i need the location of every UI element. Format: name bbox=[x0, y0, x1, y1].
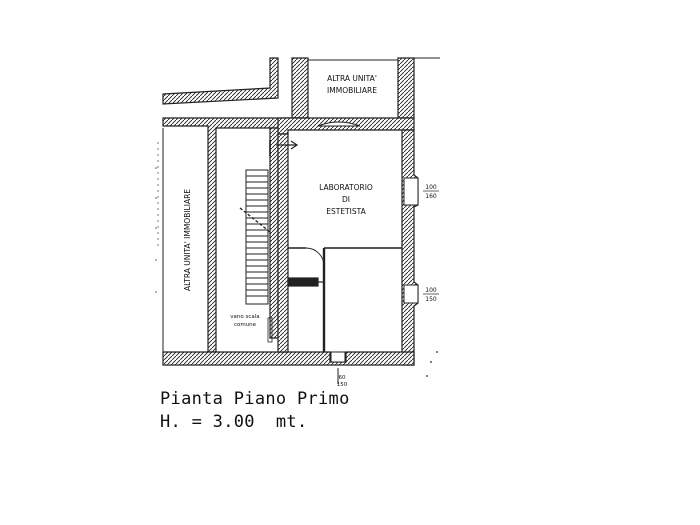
stairwell-line1: vano scala bbox=[230, 314, 259, 320]
stairwell-line2: comune bbox=[234, 322, 257, 328]
window-niches bbox=[330, 177, 419, 363]
main-room-line1: LABORATORIO bbox=[319, 183, 373, 192]
stairwell-label: vano scala comune bbox=[230, 314, 259, 328]
partitions bbox=[287, 247, 402, 352]
plan-title: Pianta Piano Primo bbox=[160, 389, 350, 409]
window-bottom-height: 150 bbox=[337, 382, 348, 388]
scan-marks bbox=[155, 167, 438, 377]
window-bottom-label: 60 150 bbox=[337, 375, 348, 388]
top-window bbox=[317, 121, 361, 127]
window-upper-width: 100 bbox=[425, 184, 437, 191]
other-unit-top-label: ALTRA UNITA' IMMOBILIARE bbox=[327, 74, 377, 95]
window-upper-label: 100 160 bbox=[423, 184, 439, 200]
outer-walls bbox=[162, 117, 419, 366]
window-lower-width: 100 bbox=[425, 287, 437, 294]
staircase bbox=[239, 169, 273, 343]
other-unit-left-label: ALTRA UNITA' IMMOBILIARE bbox=[183, 189, 192, 291]
main-room-line2: DI bbox=[342, 195, 350, 204]
top-walls bbox=[162, 57, 440, 119]
entry-arrow-icon bbox=[269, 140, 299, 156]
window-bottom-width: 60 bbox=[339, 375, 346, 381]
other-unit-top-line1: ALTRA UNITA' bbox=[327, 74, 377, 83]
window-lower-height: 150 bbox=[425, 296, 437, 303]
window-upper-height: 160 bbox=[425, 193, 437, 200]
ceiling-height: H. = 3.00 mt. bbox=[160, 412, 308, 432]
main-room-line3: ESTETISTA bbox=[326, 207, 366, 216]
window-lower-label: 100 150 bbox=[423, 287, 439, 303]
other-unit-top-line2: IMMOBILIARE bbox=[327, 86, 377, 95]
main-room-label: LABORATORIO DI ESTETISTA bbox=[319, 183, 373, 216]
